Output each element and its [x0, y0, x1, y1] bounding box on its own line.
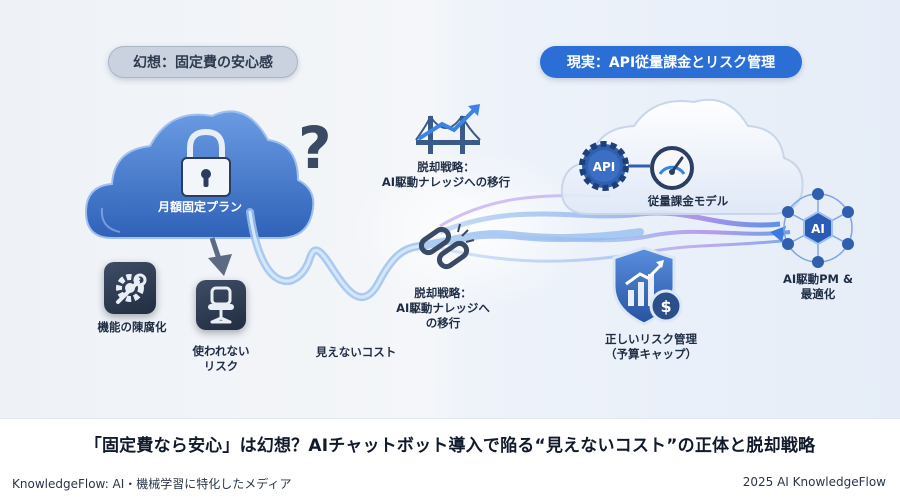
risk-management-label: 正しいリスク管理 （予算キャップ）: [605, 332, 697, 361]
svg-text:$: $: [660, 297, 671, 316]
dollar-coin-icon: $: [649, 289, 683, 323]
ai-pm-label: AI駆動PM & 最適化: [782, 272, 854, 301]
exit-strategy-top-label: 脱却戦略： AI駆動ナレッジへの移行: [381, 160, 511, 189]
hidden-cost-label: 見えないコスト: [315, 345, 397, 359]
api-gear-icon: [579, 141, 629, 191]
usage-model-label: 従量課金モデル: [647, 194, 729, 208]
office-chair-icon: [196, 280, 246, 330]
source-credit: KnowledgeFlow: AI・機械学習に特化したメディア: [12, 477, 292, 491]
exit-strategy-bottom-label: 脱却戦略： AI駆動ナレッジへ の移行: [396, 286, 490, 330]
illusion-pill: 幻想：固定費の安心感: [108, 46, 298, 78]
ai-network-icon: [782, 188, 854, 268]
diagram-stage: ?: [0, 0, 900, 418]
lock-icon: [181, 128, 231, 197]
fixed-plan-label: 月額固定プラン: [157, 200, 242, 214]
api-badge: API: [593, 160, 616, 174]
ai-badge: AI: [811, 222, 825, 236]
bridge-growth-icon: [415, 104, 481, 154]
gauge-icon: [650, 146, 694, 190]
question-icon: ?: [298, 114, 332, 182]
gear-wrench-icon: [104, 262, 156, 314]
footer: 「固定費なら安心」は幻想？AIチャットボット導入で陥る“見えないコスト”の正体と…: [0, 418, 900, 502]
unused-risk-label: 使われない リスク: [192, 344, 250, 373]
chain-link-icon: [418, 223, 475, 270]
diagram-graphics: ?: [84, 98, 854, 326]
reality-pill: 現実：API従量課金とリスク管理: [540, 46, 802, 78]
degradation-label: 機能の陳腐化: [97, 320, 167, 334]
copyright: 2025 AI KnowledgeFlow: [742, 475, 886, 489]
headline: 「固定費なら安心」は幻想？AIチャットボット導入で陥る“見えないコスト”の正体と…: [84, 436, 816, 456]
